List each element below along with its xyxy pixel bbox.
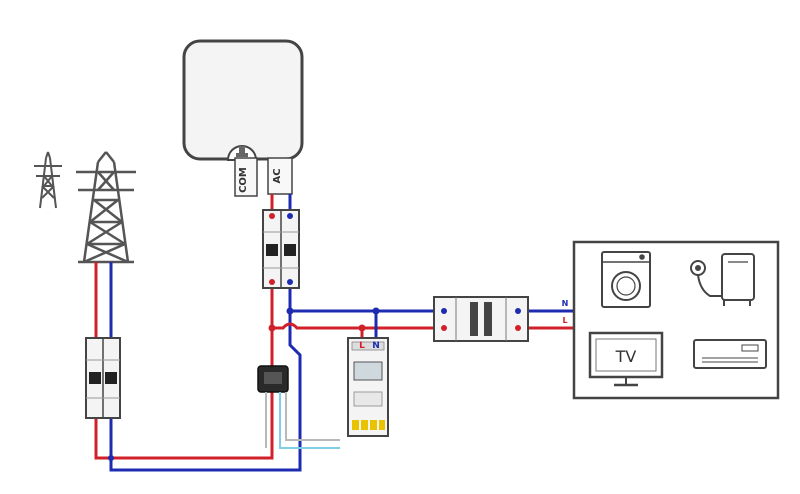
small-tower-icon (34, 151, 62, 209)
com-port-label: COM (238, 167, 249, 193)
tv-label: TV (615, 347, 637, 366)
ac-port-label: AC (272, 168, 283, 183)
grid-breaker (85, 337, 121, 419)
junction-dot (108, 455, 114, 461)
tv-icon: TV (588, 331, 664, 387)
meter-n-label: N (372, 341, 380, 351)
junction-dot (286, 307, 294, 315)
inverter: COM AC (182, 39, 304, 197)
inverter-breaker (262, 209, 300, 289)
air-conditioner-icon (693, 339, 767, 369)
current-transformer (257, 365, 340, 449)
load-panel: N L TV (562, 240, 780, 400)
water-heater-icon (690, 253, 755, 306)
meter-display (353, 361, 383, 381)
load-n-label: N (562, 299, 569, 308)
load-l-label: L (562, 316, 567, 325)
junction-dot (372, 307, 380, 315)
meter-l-label: L (359, 341, 365, 351)
junction-dot (268, 324, 276, 332)
washing-machine-icon (601, 251, 651, 308)
load-breaker (433, 296, 529, 342)
com-port (234, 157, 258, 197)
ac-port (267, 157, 293, 195)
bottom-live-bus (94, 328, 274, 460)
junction-dots (108, 307, 380, 461)
live-feed-line (272, 322, 440, 330)
energy-meter: L N (347, 337, 389, 437)
inverter-body (182, 39, 304, 161)
junction-dot (358, 324, 366, 332)
bottom-neutral-bus (109, 288, 302, 472)
large-tower-icon (76, 151, 136, 264)
plug-icon (236, 146, 248, 157)
